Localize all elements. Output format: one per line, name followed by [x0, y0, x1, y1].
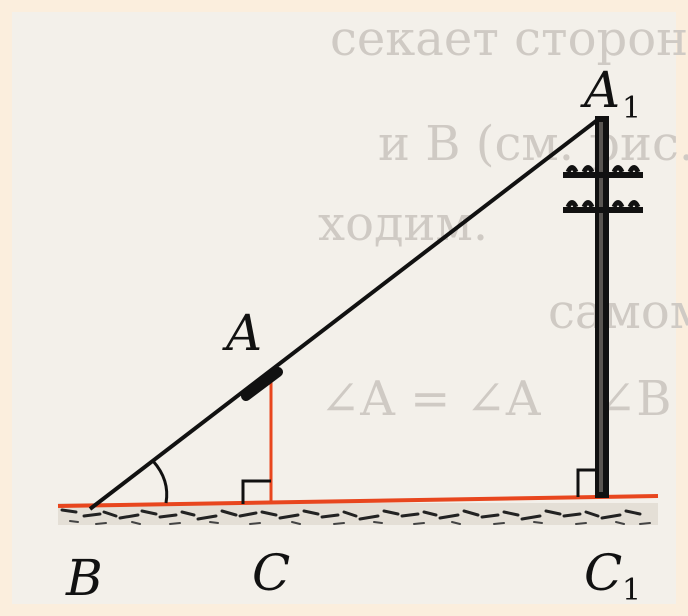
ground-line — [57, 494, 659, 508]
label-a1-subscript: 1 — [622, 91, 641, 126]
background-text-line-5: ∠A = ∠A — [320, 371, 542, 427]
telegraph-pole-icon — [563, 116, 643, 498]
label-c: C — [252, 544, 290, 602]
label-b: B — [65, 549, 103, 607]
label-a: A — [222, 304, 262, 362]
right-angle-mark-c1 — [576, 468, 596, 497]
ground-hatching-icon — [58, 503, 658, 525]
label-c1-subscript: 1 — [622, 573, 641, 608]
hypotenuse-line — [88, 116, 602, 511]
background-text-line-4: самом — [548, 284, 688, 340]
background-text-line-1: секает стороны у — [330, 11, 688, 67]
right-angle-mark-c — [241, 479, 271, 504]
background-text: секает стороны у и B (см. рис. 1 ходим. … — [318, 11, 688, 427]
background-text-line-2: и B (см. рис. 1 — [378, 116, 688, 172]
label-a1: A — [580, 61, 620, 119]
point-a-marker — [241, 367, 283, 401]
label-c1: C — [584, 544, 622, 602]
angle-arc-b — [151, 460, 169, 504]
